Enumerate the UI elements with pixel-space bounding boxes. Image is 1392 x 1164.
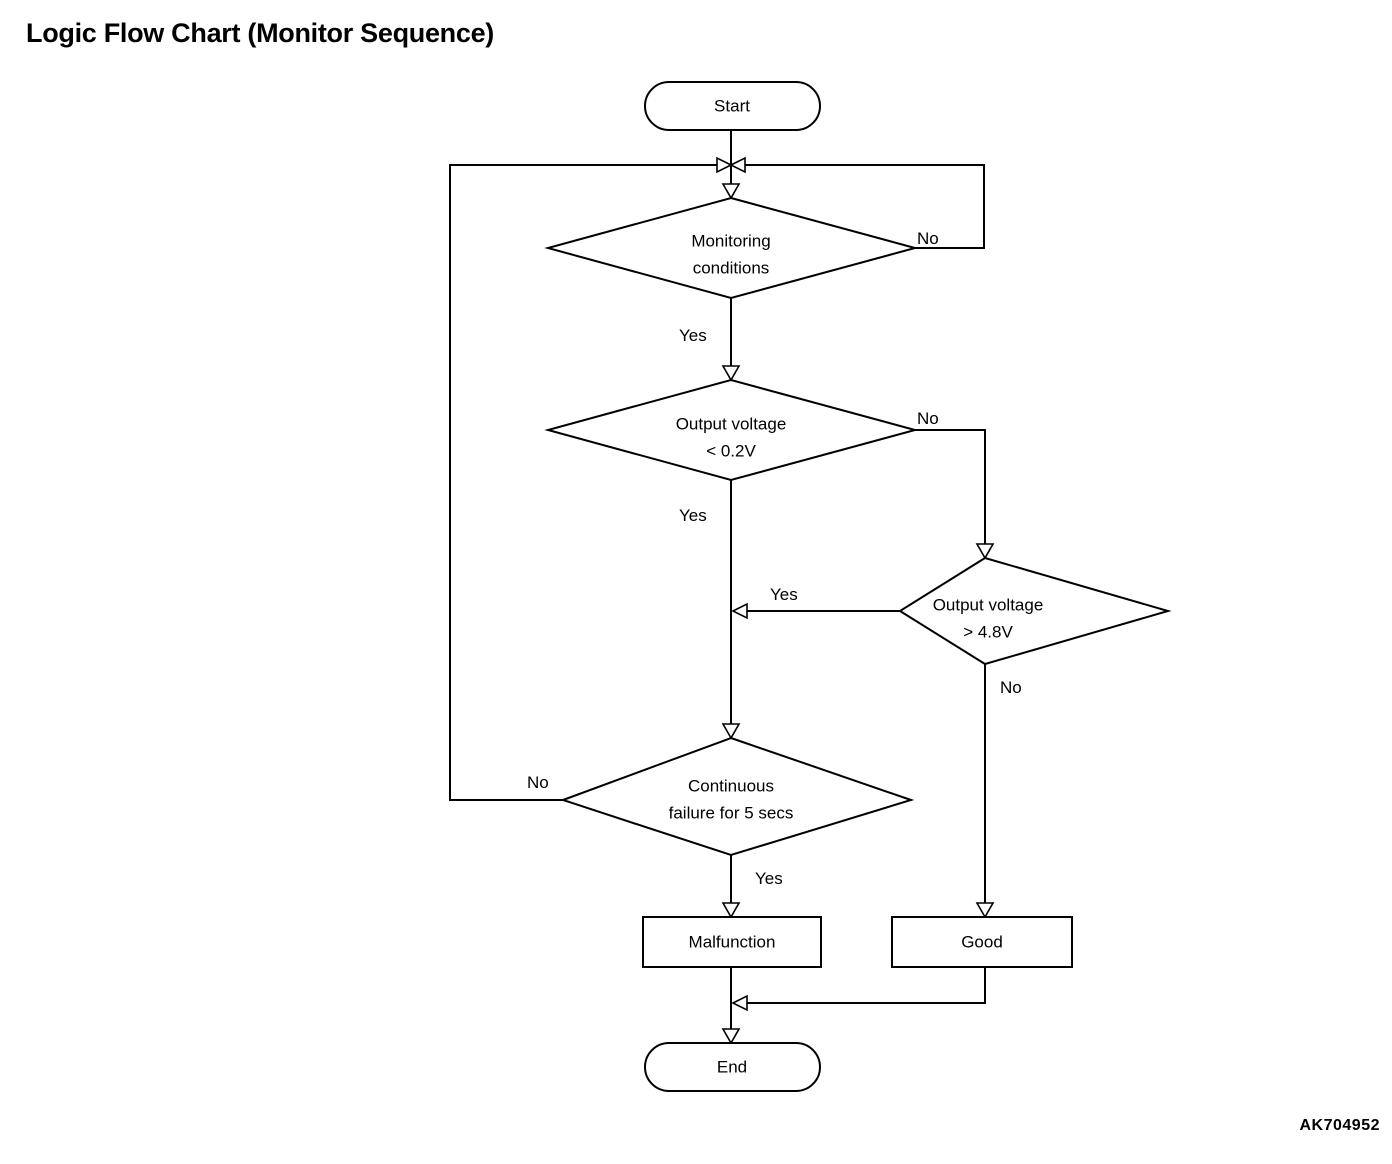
malfunction-label: Malfunction — [689, 932, 776, 951]
arrowhead-merge-from-right — [729, 156, 746, 174]
monitoring-shape — [544, 196, 919, 300]
vlow-label-line1: Output voltage — [676, 414, 787, 433]
edge-good-to-end — [741, 967, 986, 1004]
monitoring-label-line1: Monitoring — [691, 231, 770, 250]
arrowhead-into-malfunction — [721, 902, 741, 919]
node-monitoring-conditions[interactable]: Monitoring conditions — [544, 196, 919, 300]
edge-label-vlow-no: No — [917, 409, 939, 428]
edge-label-continuous-no: No — [527, 773, 549, 792]
edge-monitoring-no-loop — [739, 164, 985, 249]
edge-label-vhigh-no: No — [1000, 678, 1022, 697]
edge-label-monitoring-no: No — [917, 229, 939, 248]
continuous-label-line2: failure for 5 secs — [669, 803, 794, 822]
continuous-label-line1: Continuous — [688, 776, 774, 795]
node-start[interactable]: Start — [644, 81, 821, 131]
good-label: Good — [961, 932, 1003, 951]
edge-label-vhigh-yes: Yes — [770, 585, 798, 604]
arrowhead-merge-from-left — [716, 156, 733, 174]
edge-continuous-no-loop — [449, 164, 723, 801]
page-title: Logic Flow Chart (Monitor Sequence) — [26, 18, 494, 48]
monitoring-label-line2: conditions — [693, 258, 770, 277]
edge-label-monitoring-yes: Yes — [679, 326, 707, 345]
node-continuous-failure[interactable]: Continuous failure for 5 secs — [559, 736, 915, 857]
continuous-shape — [559, 736, 915, 857]
arrowhead-good-join — [731, 994, 748, 1012]
edge-label-vlow-yes: Yes — [679, 506, 707, 525]
edge-vlow-no — [915, 429, 986, 558]
arrowhead-into-vhigh — [975, 543, 995, 560]
vlow-label-line2: < 0.2V — [706, 441, 756, 460]
start-label: Start — [714, 96, 750, 115]
arrowhead-into-vlow — [721, 365, 741, 382]
arrowhead-into-end — [721, 1028, 741, 1045]
node-end[interactable]: End — [644, 1042, 821, 1092]
start-shape — [644, 81, 821, 131]
arrowhead-into-good — [975, 902, 995, 919]
good-shape — [891, 916, 1073, 968]
node-output-voltage-low[interactable]: Output voltage < 0.2V — [544, 378, 919, 482]
vhigh-label-line1: Output voltage — [933, 595, 1044, 614]
arrowhead-into-continuous — [721, 723, 741, 740]
arrowhead-vhigh-yes-merge — [731, 602, 748, 620]
figure-code-label: AK704952 — [1299, 1117, 1380, 1134]
edge-label-continuous-yes: Yes — [755, 869, 783, 888]
malfunction-shape — [642, 916, 822, 968]
node-good[interactable]: Good — [891, 916, 1073, 968]
end-label: End — [717, 1057, 747, 1076]
vhigh-shape — [898, 556, 1172, 666]
arrowhead-into-monitoring — [721, 183, 741, 200]
vhigh-label-line2: > 4.8V — [963, 622, 1013, 641]
node-output-voltage-high[interactable]: Output voltage > 4.8V — [898, 556, 1172, 666]
end-shape — [644, 1042, 821, 1092]
node-malfunction[interactable]: Malfunction — [642, 916, 822, 968]
vlow-shape — [544, 378, 919, 482]
